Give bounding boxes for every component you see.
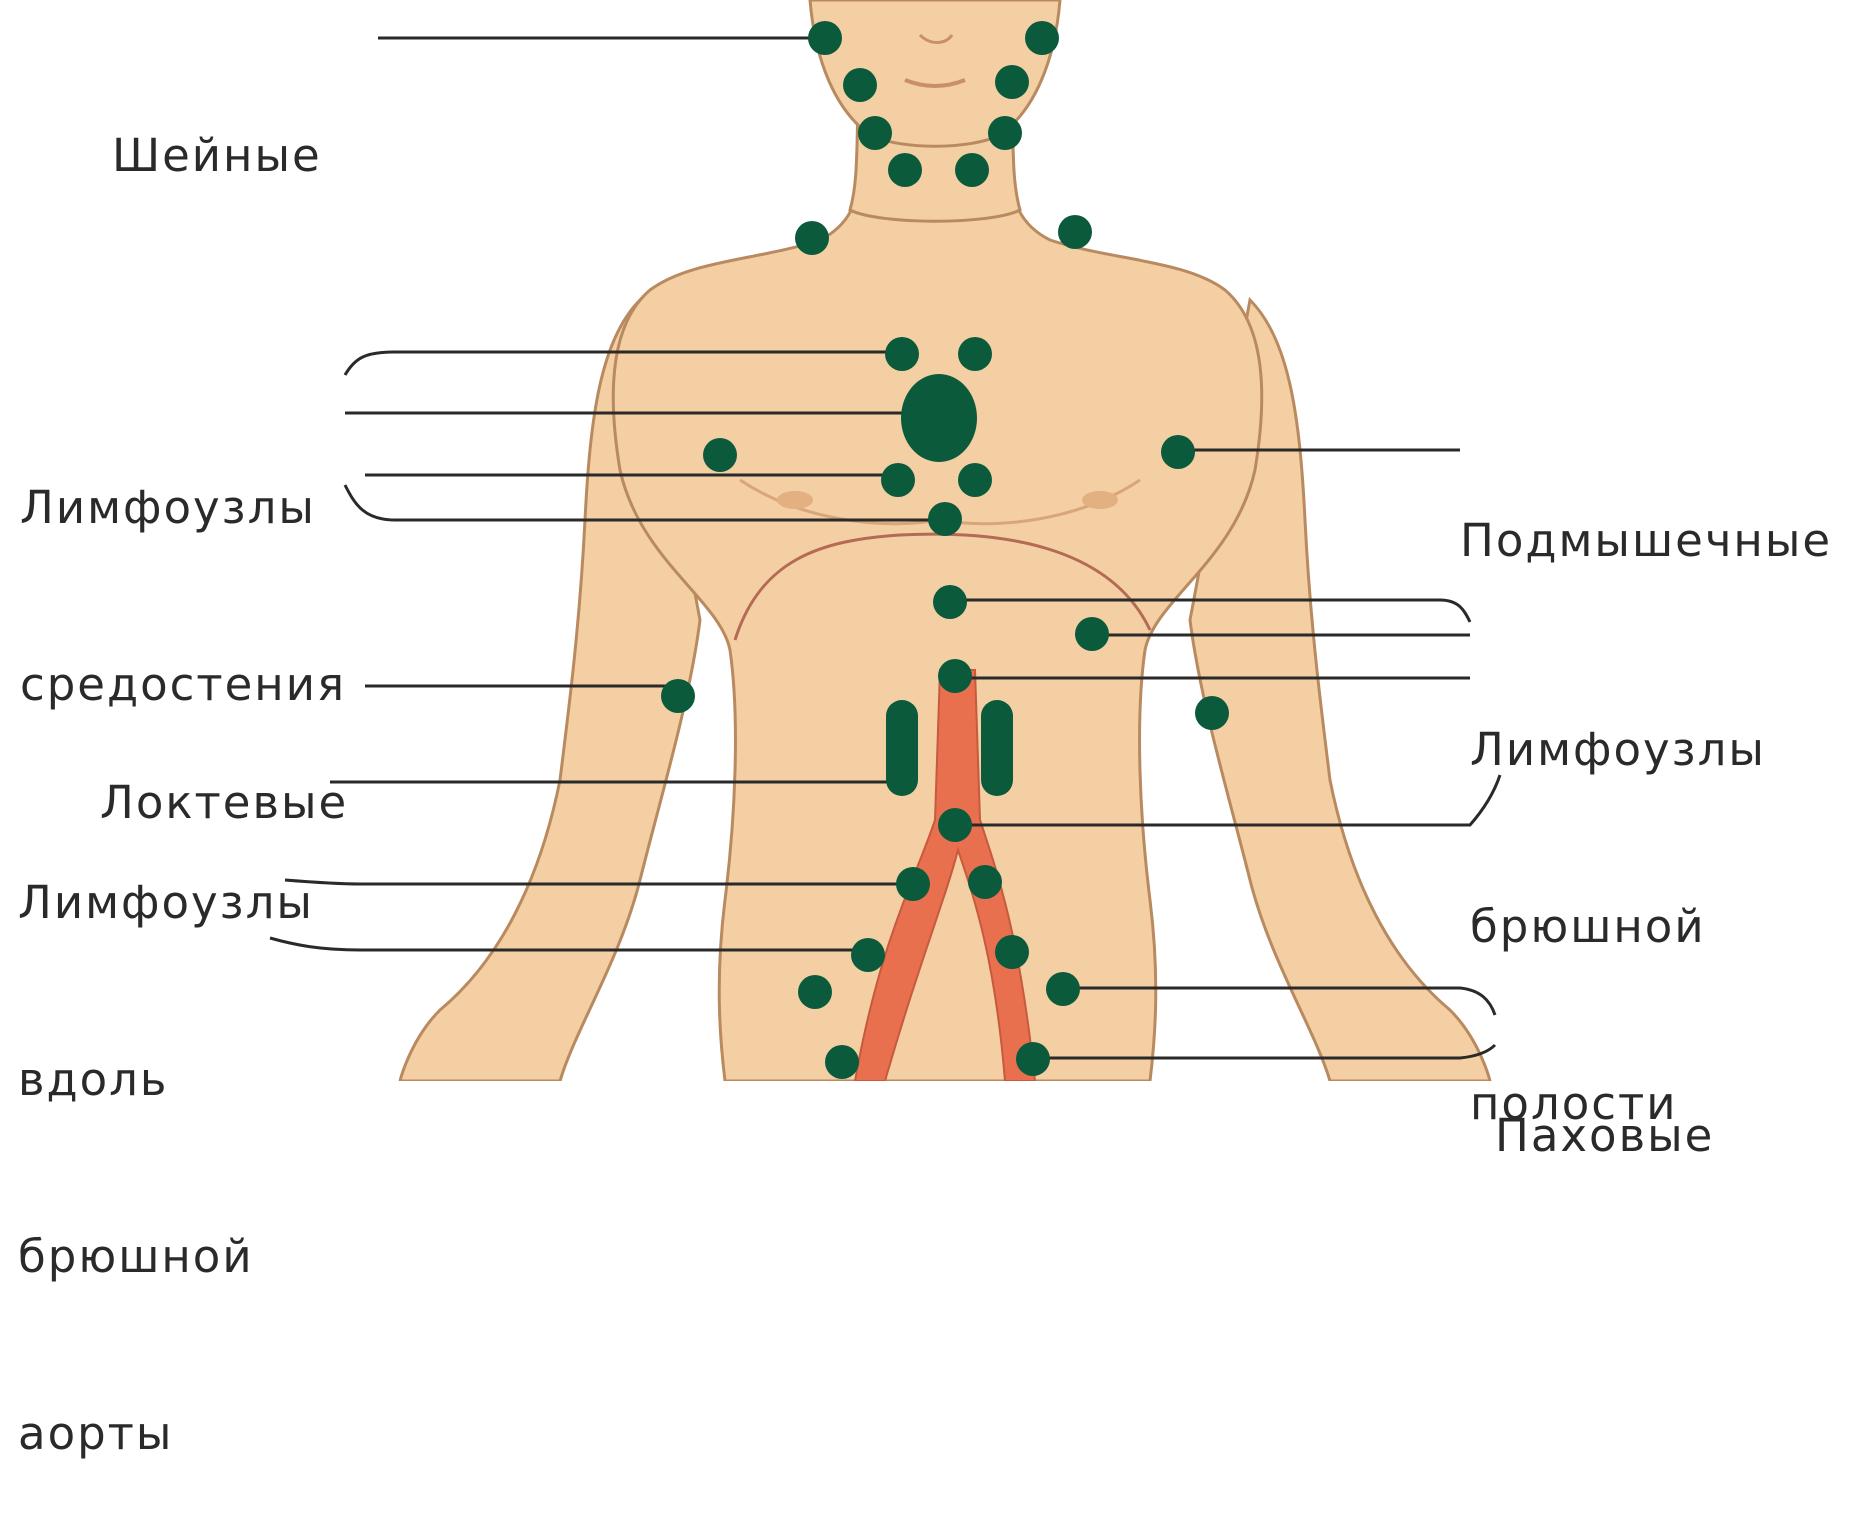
human-body-figure [400, 0, 1490, 1081]
label-inguinal: Паховые [1495, 988, 1714, 1224]
label-aortic-line-1: Лимфоузлы [18, 873, 314, 932]
lymph-node [968, 865, 1002, 899]
lymph-node [858, 116, 892, 150]
lymph-node [881, 463, 915, 497]
lymph-node-elongated [886, 700, 918, 796]
lymph-node [843, 68, 877, 102]
lymph-node [896, 867, 930, 901]
lymph-node [988, 116, 1022, 150]
label-cervical: Шейные [112, 8, 322, 244]
lymph-node [1058, 215, 1092, 249]
left-nipple [777, 491, 813, 509]
label-mediastinal-line-1: Лимфоузлы [20, 478, 346, 537]
lymph-node-elongated [981, 700, 1013, 796]
lymph-node [798, 975, 832, 1009]
label-abdominal-line-2: брюшной [1470, 897, 1766, 956]
lymph-node [851, 938, 885, 972]
right-nipple [1082, 491, 1118, 509]
lymph-node [1016, 1042, 1050, 1076]
lymph-node [808, 21, 842, 55]
lymph-node [938, 659, 972, 693]
label-aortic: Лимфоузлы вдоль брюшной аорты [18, 755, 314, 1522]
label-aortic-line-3: брюшной [18, 1227, 314, 1286]
label-aortic-line-2: вдоль [18, 1050, 314, 1109]
label-aortic-line-4: аорты [18, 1404, 314, 1463]
lymph-node [825, 1045, 859, 1079]
label-cervical-line-1: Шейные [112, 126, 322, 185]
lymph-node [958, 463, 992, 497]
torso [613, 165, 1262, 1081]
lymph-node [1161, 435, 1195, 469]
lymph-node [955, 153, 989, 187]
lymph-node [933, 585, 967, 619]
lymph-node [995, 65, 1029, 99]
lymph-node [1046, 972, 1080, 1006]
lymph-node [888, 153, 922, 187]
lymph-node-diagram: Шейные Лимфоузлы средостения Подмышечные… [0, 0, 1849, 1081]
label-axillary-line-1: Подмышечные [1460, 511, 1832, 570]
lymph-node [703, 438, 737, 472]
lymph-node [1025, 21, 1059, 55]
lymph-node [1195, 696, 1229, 730]
lymph-node [795, 221, 829, 255]
lymph-node [938, 808, 972, 842]
lymph-node [885, 337, 919, 371]
lymph-node [995, 935, 1029, 969]
lymph-node-large [901, 374, 977, 462]
label-abdominal-line-1: Лимфоузлы [1470, 720, 1766, 779]
lymph-node [661, 679, 695, 713]
lymph-node [958, 337, 992, 371]
label-axillary: Подмышечные [1460, 393, 1832, 629]
lymph-node [928, 502, 962, 536]
label-inguinal-line-1: Паховые [1495, 1106, 1714, 1165]
lymph-node [1075, 617, 1109, 651]
